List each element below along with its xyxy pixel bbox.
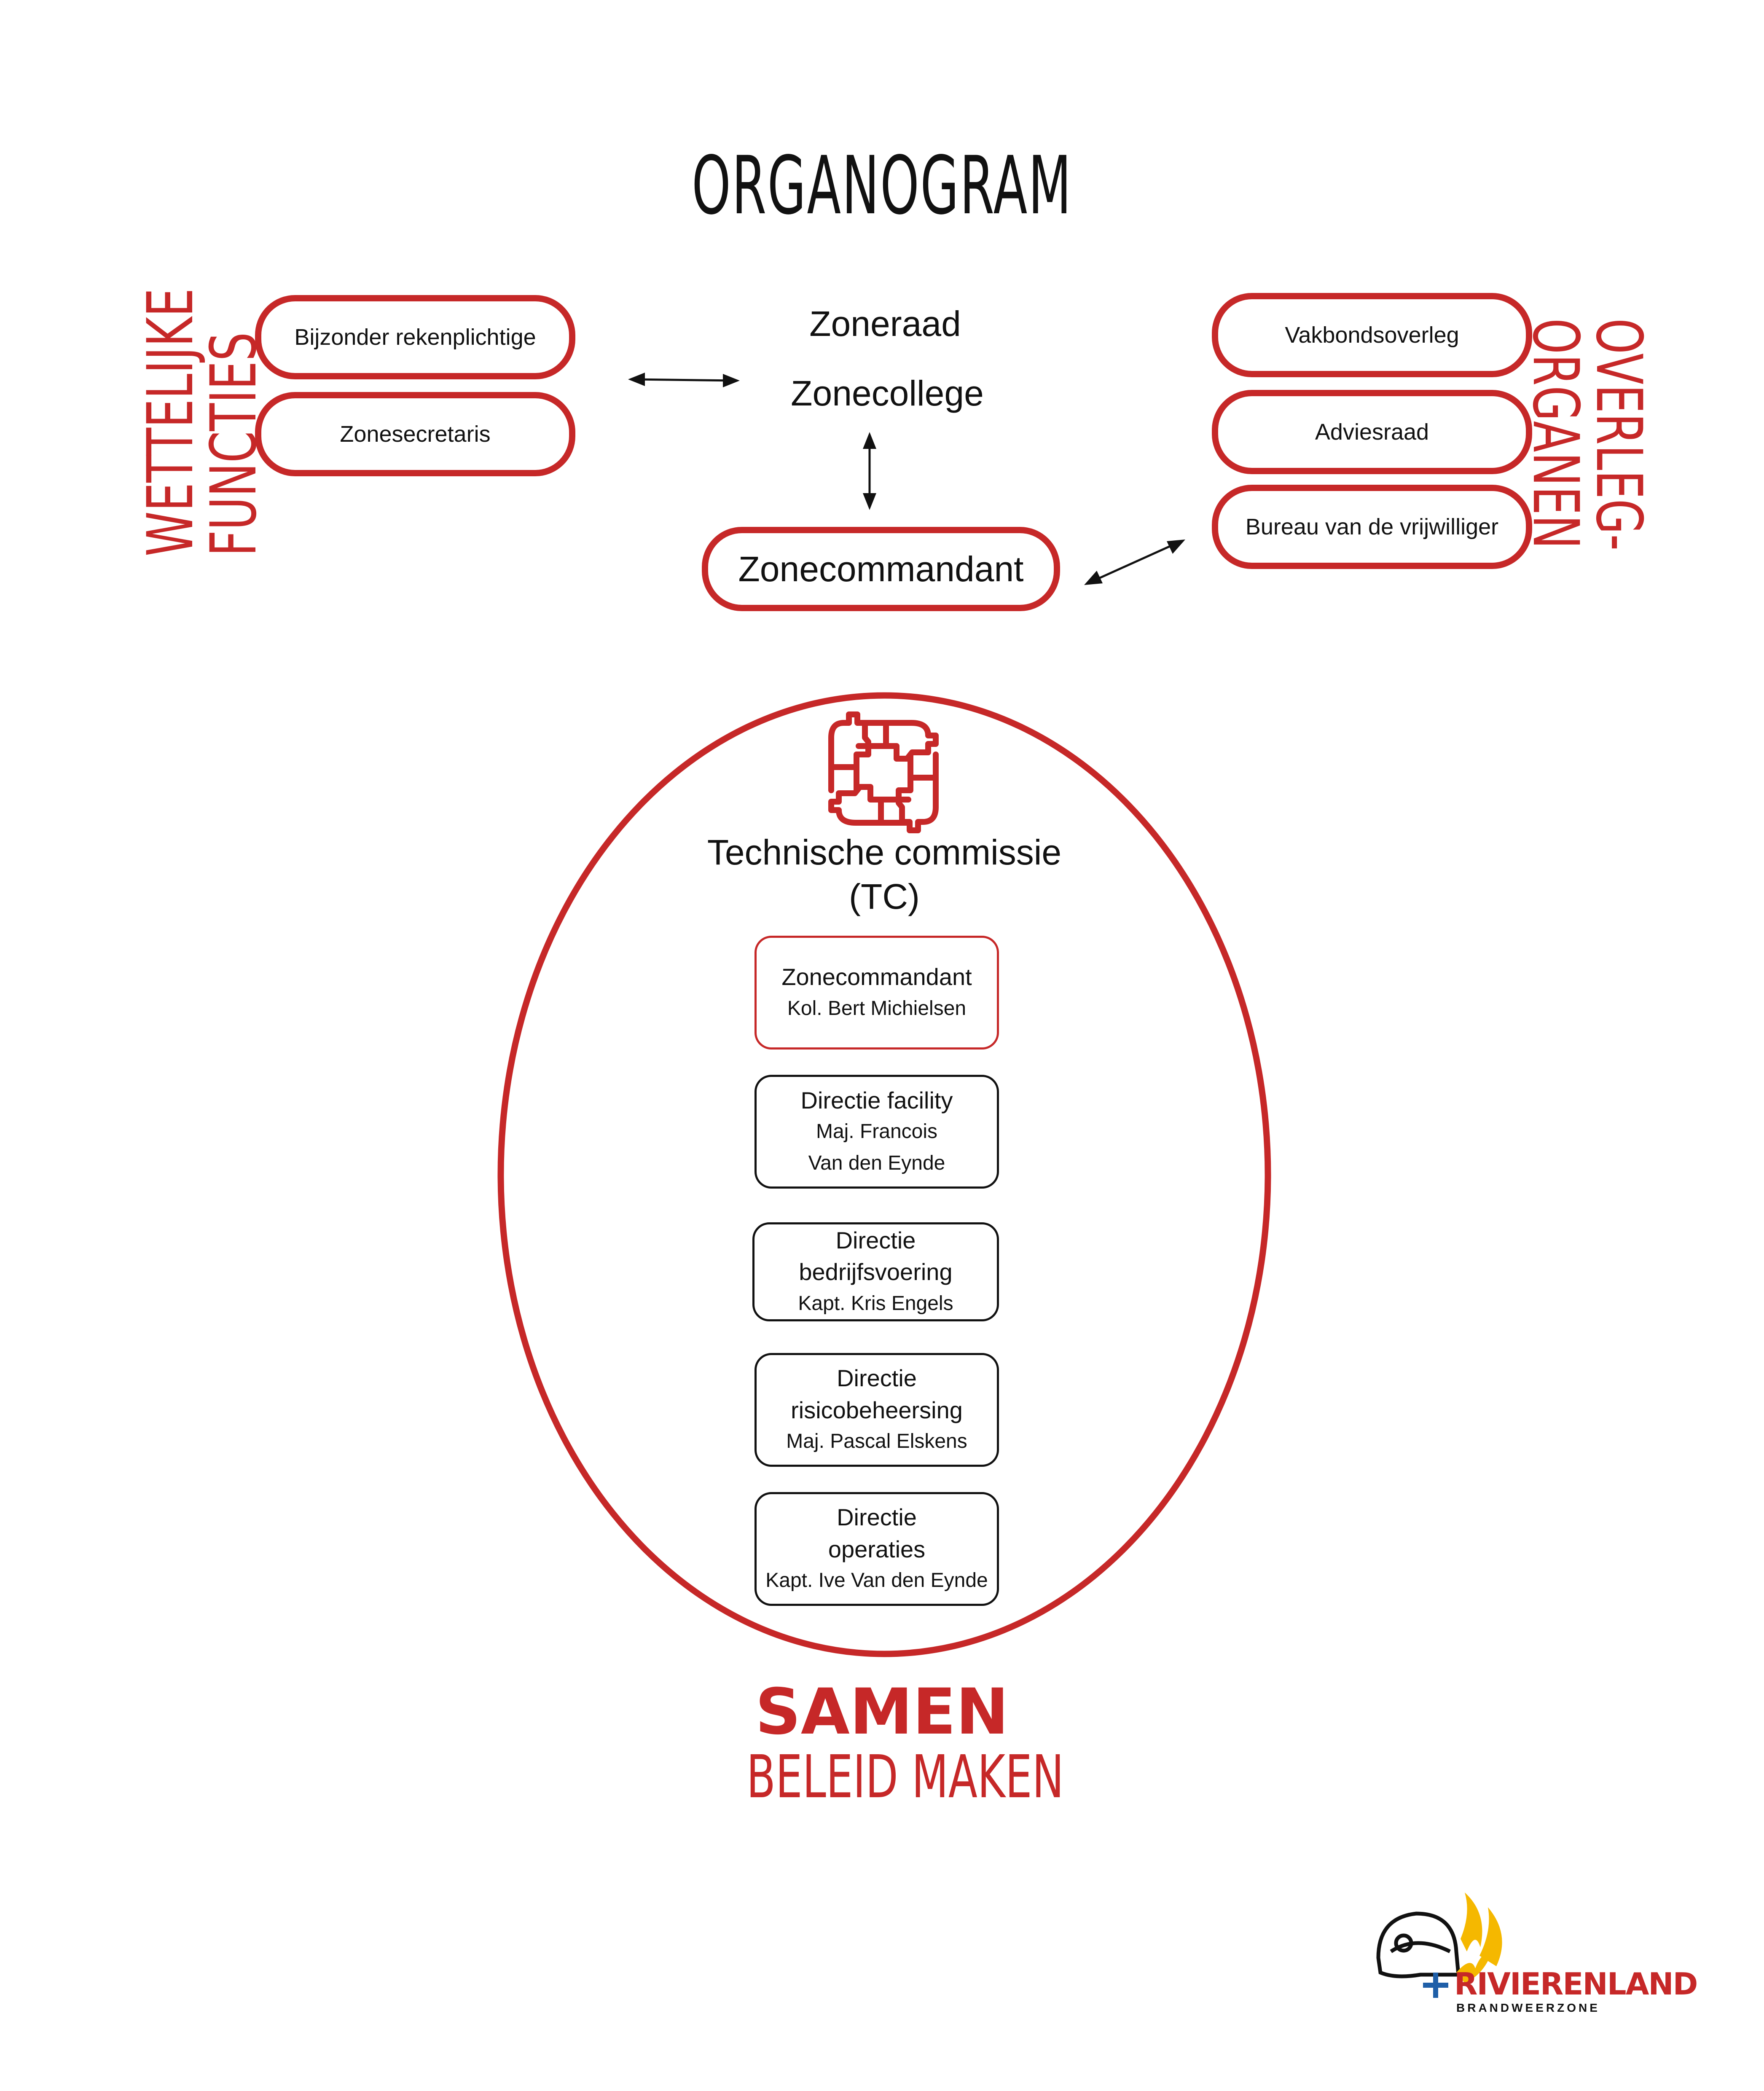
logo-sub: BRANDWEERZONE xyxy=(1456,2001,1600,2014)
tc-member-directie-bedrijfsvoering: Directie bedrijfsvoering Kapt. Kris Enge… xyxy=(752,1222,999,1321)
tc-member-zonecommandant: Zonecommandant Kol. Bert Michielsen xyxy=(754,936,999,1050)
arrow-zonecollege-zonecommandant xyxy=(863,432,876,510)
tc-member-role: Directie xyxy=(837,1365,917,1392)
tc-title-line1: Technische commissie xyxy=(707,832,1062,872)
bureau-vrijwilliger-label: Bureau van de vrijwilliger xyxy=(1245,514,1499,540)
slogan-beleid-maken: BELEID MAKEN xyxy=(746,1743,1064,1812)
bijzonder-rekenplichtige-label: Bijzonder rekenplichtige xyxy=(294,325,536,350)
four-hands-icon xyxy=(828,711,939,833)
tc-member-role: bedrijfsvoering xyxy=(799,1259,953,1286)
tc-member-role: risicobeheersing xyxy=(791,1396,963,1423)
firefighter-helmet-flame-logo xyxy=(1376,1892,1502,1998)
tc-member-name: Van den Eynde xyxy=(808,1152,945,1174)
vakbondsoverleg-box: Vakbondsoverleg xyxy=(1212,293,1532,377)
arrow-zonecommandant-overleg xyxy=(1084,540,1185,585)
vakbondsoverleg-label: Vakbondsoverleg xyxy=(1285,322,1459,348)
tc-title: Technische commissie (TC) xyxy=(652,830,1116,919)
tc-member-directie-facility: Directie facility Maj. Francois Van den … xyxy=(754,1075,999,1189)
tc-member-name: Kapt. Ive Van den Eynde xyxy=(765,1569,988,1592)
tc-member-role: Directie facility xyxy=(800,1087,953,1114)
zonecollege-label: Zonecollege xyxy=(791,373,984,413)
zonecommandant-label: Zonecommandant xyxy=(738,549,1024,589)
arrow-functies-zoneraad xyxy=(628,373,740,387)
zoneraad-label: Zoneraad xyxy=(809,304,961,344)
zonesecretaris-label: Zonesecretaris xyxy=(340,421,491,447)
tc-member-role: Directie xyxy=(837,1504,917,1531)
bijzonder-rekenplichtige-box: Bijzonder rekenplichtige xyxy=(255,295,575,379)
zonecommandant-box: Zonecommandant xyxy=(702,527,1060,611)
page-title: ORGANOGRAM xyxy=(692,139,1072,232)
tc-member-name: Maj. Francois xyxy=(816,1120,938,1143)
adviesraad-label: Adviesraad xyxy=(1315,419,1429,445)
rivierenland-logo: RIVIERENLAND BRANDWEERZONE xyxy=(1370,1888,1699,2019)
bureau-vrijwilliger-box: Bureau van de vrijwilliger xyxy=(1212,485,1532,569)
tc-member-role: Zonecommandant xyxy=(781,964,972,990)
tc-member-role: Directie xyxy=(835,1227,916,1254)
adviesraad-box: Adviesraad xyxy=(1212,390,1532,474)
tc-member-name: Kapt. Kris Engels xyxy=(798,1292,953,1315)
slogan-samen: SAMEN xyxy=(755,1675,1009,1749)
logo-name: RIVIERENLAND xyxy=(1454,1966,1698,2002)
technische-commissie-ellipse xyxy=(497,692,1271,1657)
tc-title-line2: (TC) xyxy=(849,877,920,916)
tc-member-name: Kol. Bert Michielsen xyxy=(787,997,967,1020)
tc-member-role: operaties xyxy=(828,1535,926,1562)
tc-member-name: Maj. Pascal Elskens xyxy=(786,1430,967,1453)
zonesecretaris-box: Zonesecretaris xyxy=(255,392,575,476)
tc-member-directie-risicobeheersing: Directie risicobeheersing Maj. Pascal El… xyxy=(754,1353,999,1467)
tc-member-directie-operaties: Directie operaties Kapt. Ive Van den Eyn… xyxy=(754,1492,999,1606)
